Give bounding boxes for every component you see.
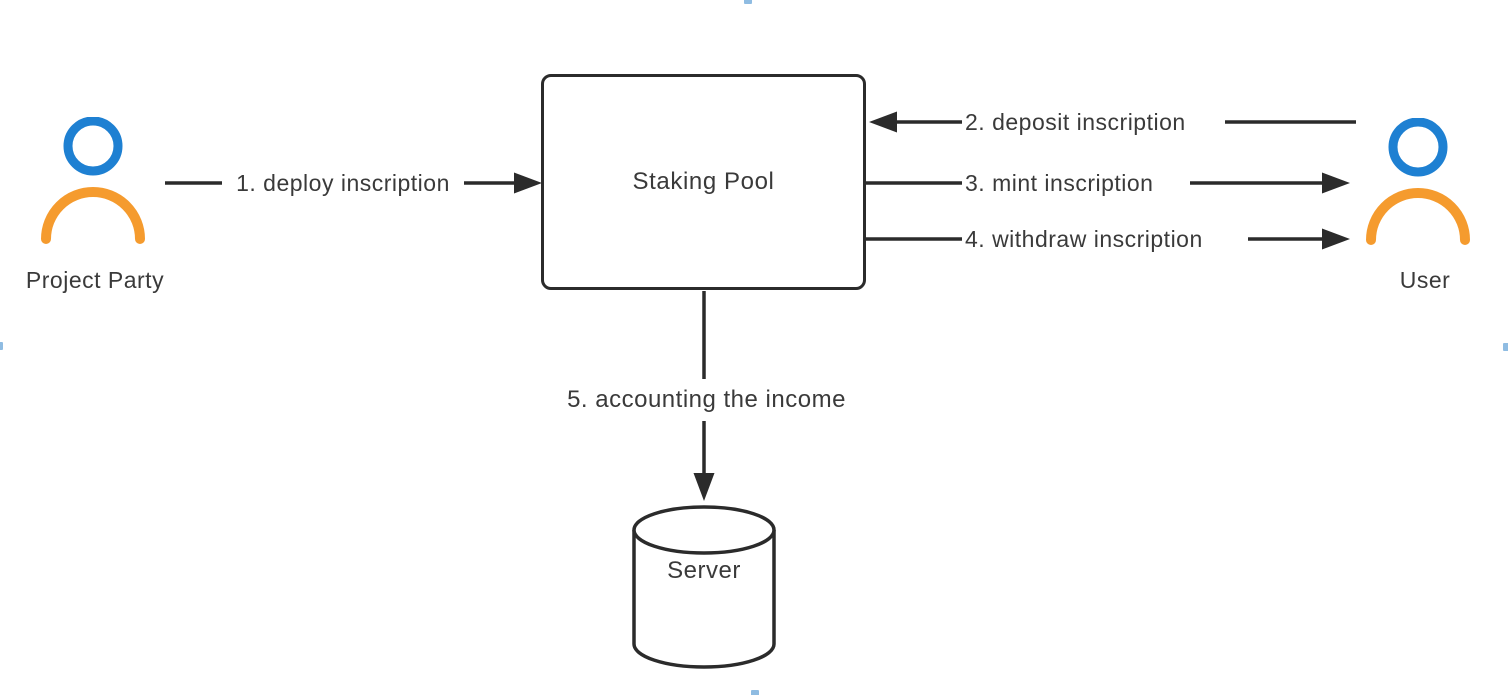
person-body-arc <box>41 187 145 244</box>
edge-label-accounting-income: 5. accounting the income <box>567 386 846 413</box>
staking-pool-label: Staking Pool <box>632 168 775 195</box>
server-cylinder[interactable] <box>630 504 778 672</box>
project-party-person-icon[interactable] <box>41 117 145 249</box>
user-label: User <box>1399 267 1451 293</box>
selection-handle-bottom[interactable] <box>751 690 759 695</box>
cylinder-top <box>632 505 776 555</box>
edge5-arrowhead <box>693 473 715 501</box>
edge-label-withdraw-inscription: 4. withdraw inscription <box>965 226 1203 252</box>
edge3-arrowhead <box>1322 172 1350 194</box>
selection-handle-top[interactable] <box>744 0 752 4</box>
user-person-icon[interactable] <box>1366 118 1470 250</box>
server-label: Server <box>667 557 741 584</box>
edge-label-deposit-inscription: 2. deposit inscription <box>965 109 1186 135</box>
person-head-circle <box>1388 118 1448 177</box>
edge2-arrowhead <box>869 111 897 133</box>
cylinder-body <box>632 530 776 669</box>
person-body-arc <box>1366 188 1470 245</box>
selection-handle-right[interactable] <box>1503 343 1508 351</box>
edge-label-mint-inscription: 3. mint inscription <box>965 170 1154 196</box>
person-head-circle <box>63 117 123 176</box>
selection-handle-left[interactable] <box>0 342 3 350</box>
edge1-arrowhead <box>514 172 542 194</box>
edge-label-deploy-inscription: 1. deploy inscription <box>236 170 450 196</box>
staking-pool-node[interactable]: Staking Pool <box>541 74 866 290</box>
project-party-label: Project Party <box>25 267 165 293</box>
edge4-arrowhead <box>1322 228 1350 250</box>
